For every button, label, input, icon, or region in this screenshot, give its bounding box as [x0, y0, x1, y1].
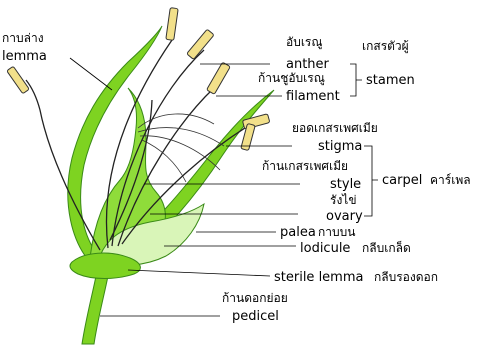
bracket-carpel — [364, 146, 378, 216]
label-palea-en: palea — [280, 225, 316, 240]
label-style-th: ก้านเกสรเพศเมีย — [262, 159, 348, 173]
label-filament-th: ก้านชูอับเรณู — [258, 71, 325, 86]
label-carpel-th: คาร์เพล — [430, 173, 471, 187]
filament-line — [26, 80, 100, 250]
label-filament-en: filament — [286, 89, 340, 104]
label-lemma-en: lemma — [2, 49, 47, 64]
label-stamen-en: stamen — [366, 73, 415, 88]
anther-shape — [207, 62, 231, 94]
label-sterile-lemma-th: กลีบรองดอก — [374, 270, 438, 284]
label-stamen-th: เกสรตัวผู้ — [362, 39, 409, 54]
anther-shape — [166, 8, 178, 41]
label-pedicel-th: ก้านดอกย่อย — [222, 291, 288, 305]
label-ovary-th: รังไข่ — [330, 193, 357, 207]
bracket-stamen — [350, 64, 362, 96]
label-anther-th: อับเรณู — [286, 35, 323, 50]
pedicel-shape — [82, 276, 108, 344]
label-palea-th: กาบบน — [318, 225, 355, 239]
label-lodicule-th: กลีบเกล็ด — [362, 240, 411, 255]
label-pedicel-en: pedicel — [232, 309, 279, 324]
label-sterile-lemma-en: sterile lemma — [274, 270, 363, 285]
anther-shape — [7, 66, 30, 94]
leader-sterile-lemma — [128, 270, 270, 276]
leader-lemma — [70, 58, 112, 90]
label-ovary-en: ovary — [326, 209, 363, 224]
label-lemma-th: กาบล่าง — [2, 31, 44, 45]
label-style-en: style — [330, 177, 361, 192]
anther-shape — [187, 29, 214, 59]
label-lodicule-en: lodicule — [300, 241, 350, 256]
label-carpel-en: carpel — [382, 173, 422, 188]
label-anther-en: anther — [286, 57, 330, 72]
label-stigma-en: stigma — [318, 139, 362, 154]
label-stigma-th: ยอดเกสรเพศเมีย — [292, 121, 378, 135]
